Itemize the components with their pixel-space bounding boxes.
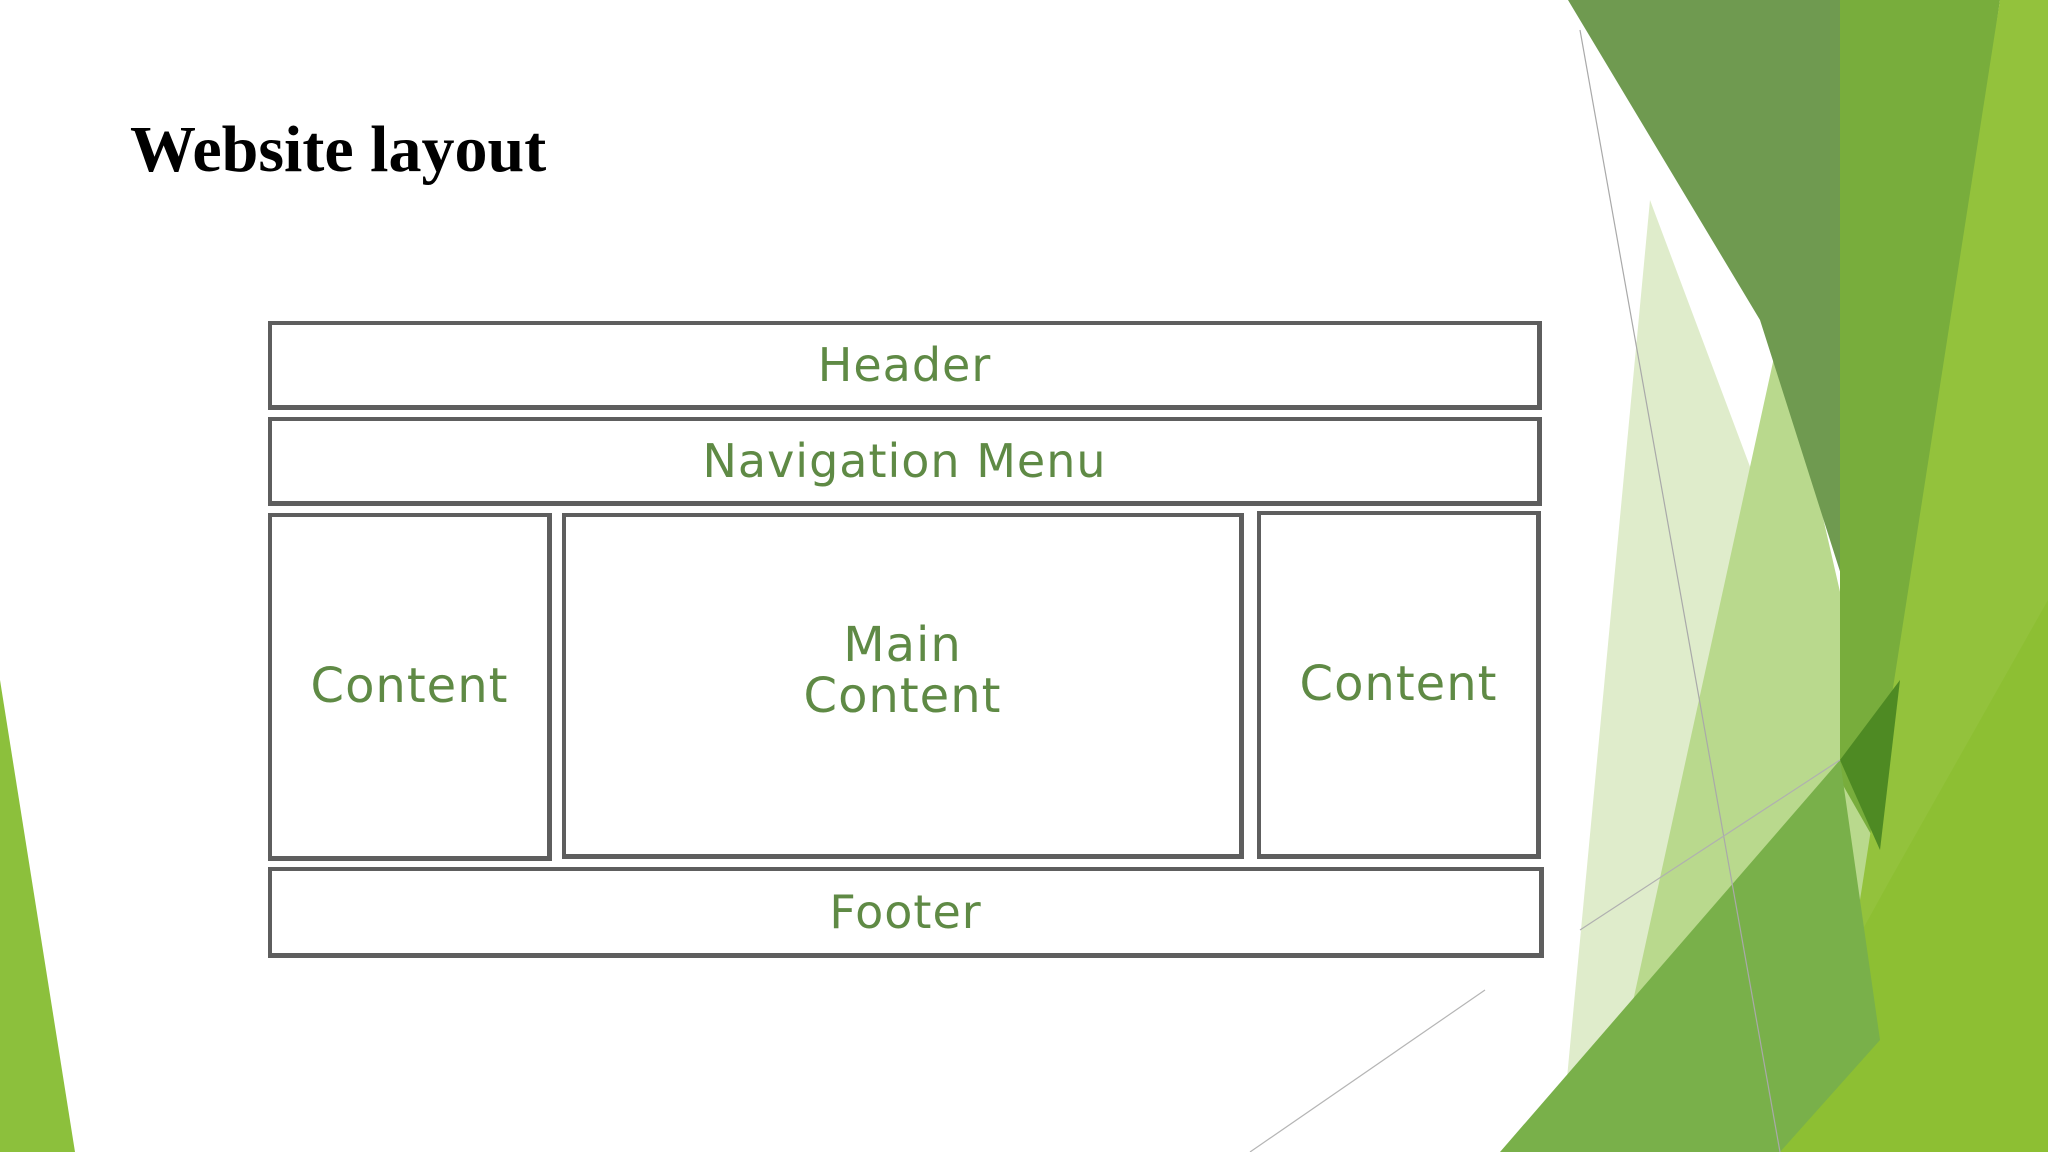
dark-green-triangle [1568,0,1900,760]
left-lime-wedge [0,680,75,1152]
navigation-menu-box: Navigation Menu [268,417,1542,506]
main-content-line-1: Main [843,617,962,674]
footer-box: Footer [268,867,1544,958]
navigation-menu-label: Navigation Menu [702,433,1107,488]
left-content-box: Content [268,513,552,861]
green-lower-triangle [1500,760,1880,1152]
deep-green-sliver [1840,680,1900,850]
left-content-label: Content [310,658,509,715]
thin-line-2 [1579,759,1841,931]
thin-line-1 [1579,29,1781,1152]
header-label: Header [817,337,992,392]
main-content-line-2: Content [803,667,1002,724]
right-content-box: Content [1257,511,1541,859]
footer-label: Footer [829,884,982,939]
header-box: Header [268,321,1542,410]
slide-title: Website layout [130,113,547,186]
thin-line-3 [1249,989,1486,1152]
right-content-label: Content [1299,656,1498,713]
main-content-box: Main Content [562,513,1244,859]
mid-green-strip [1840,0,2000,850]
main-content-label: Main Content [804,620,1002,721]
